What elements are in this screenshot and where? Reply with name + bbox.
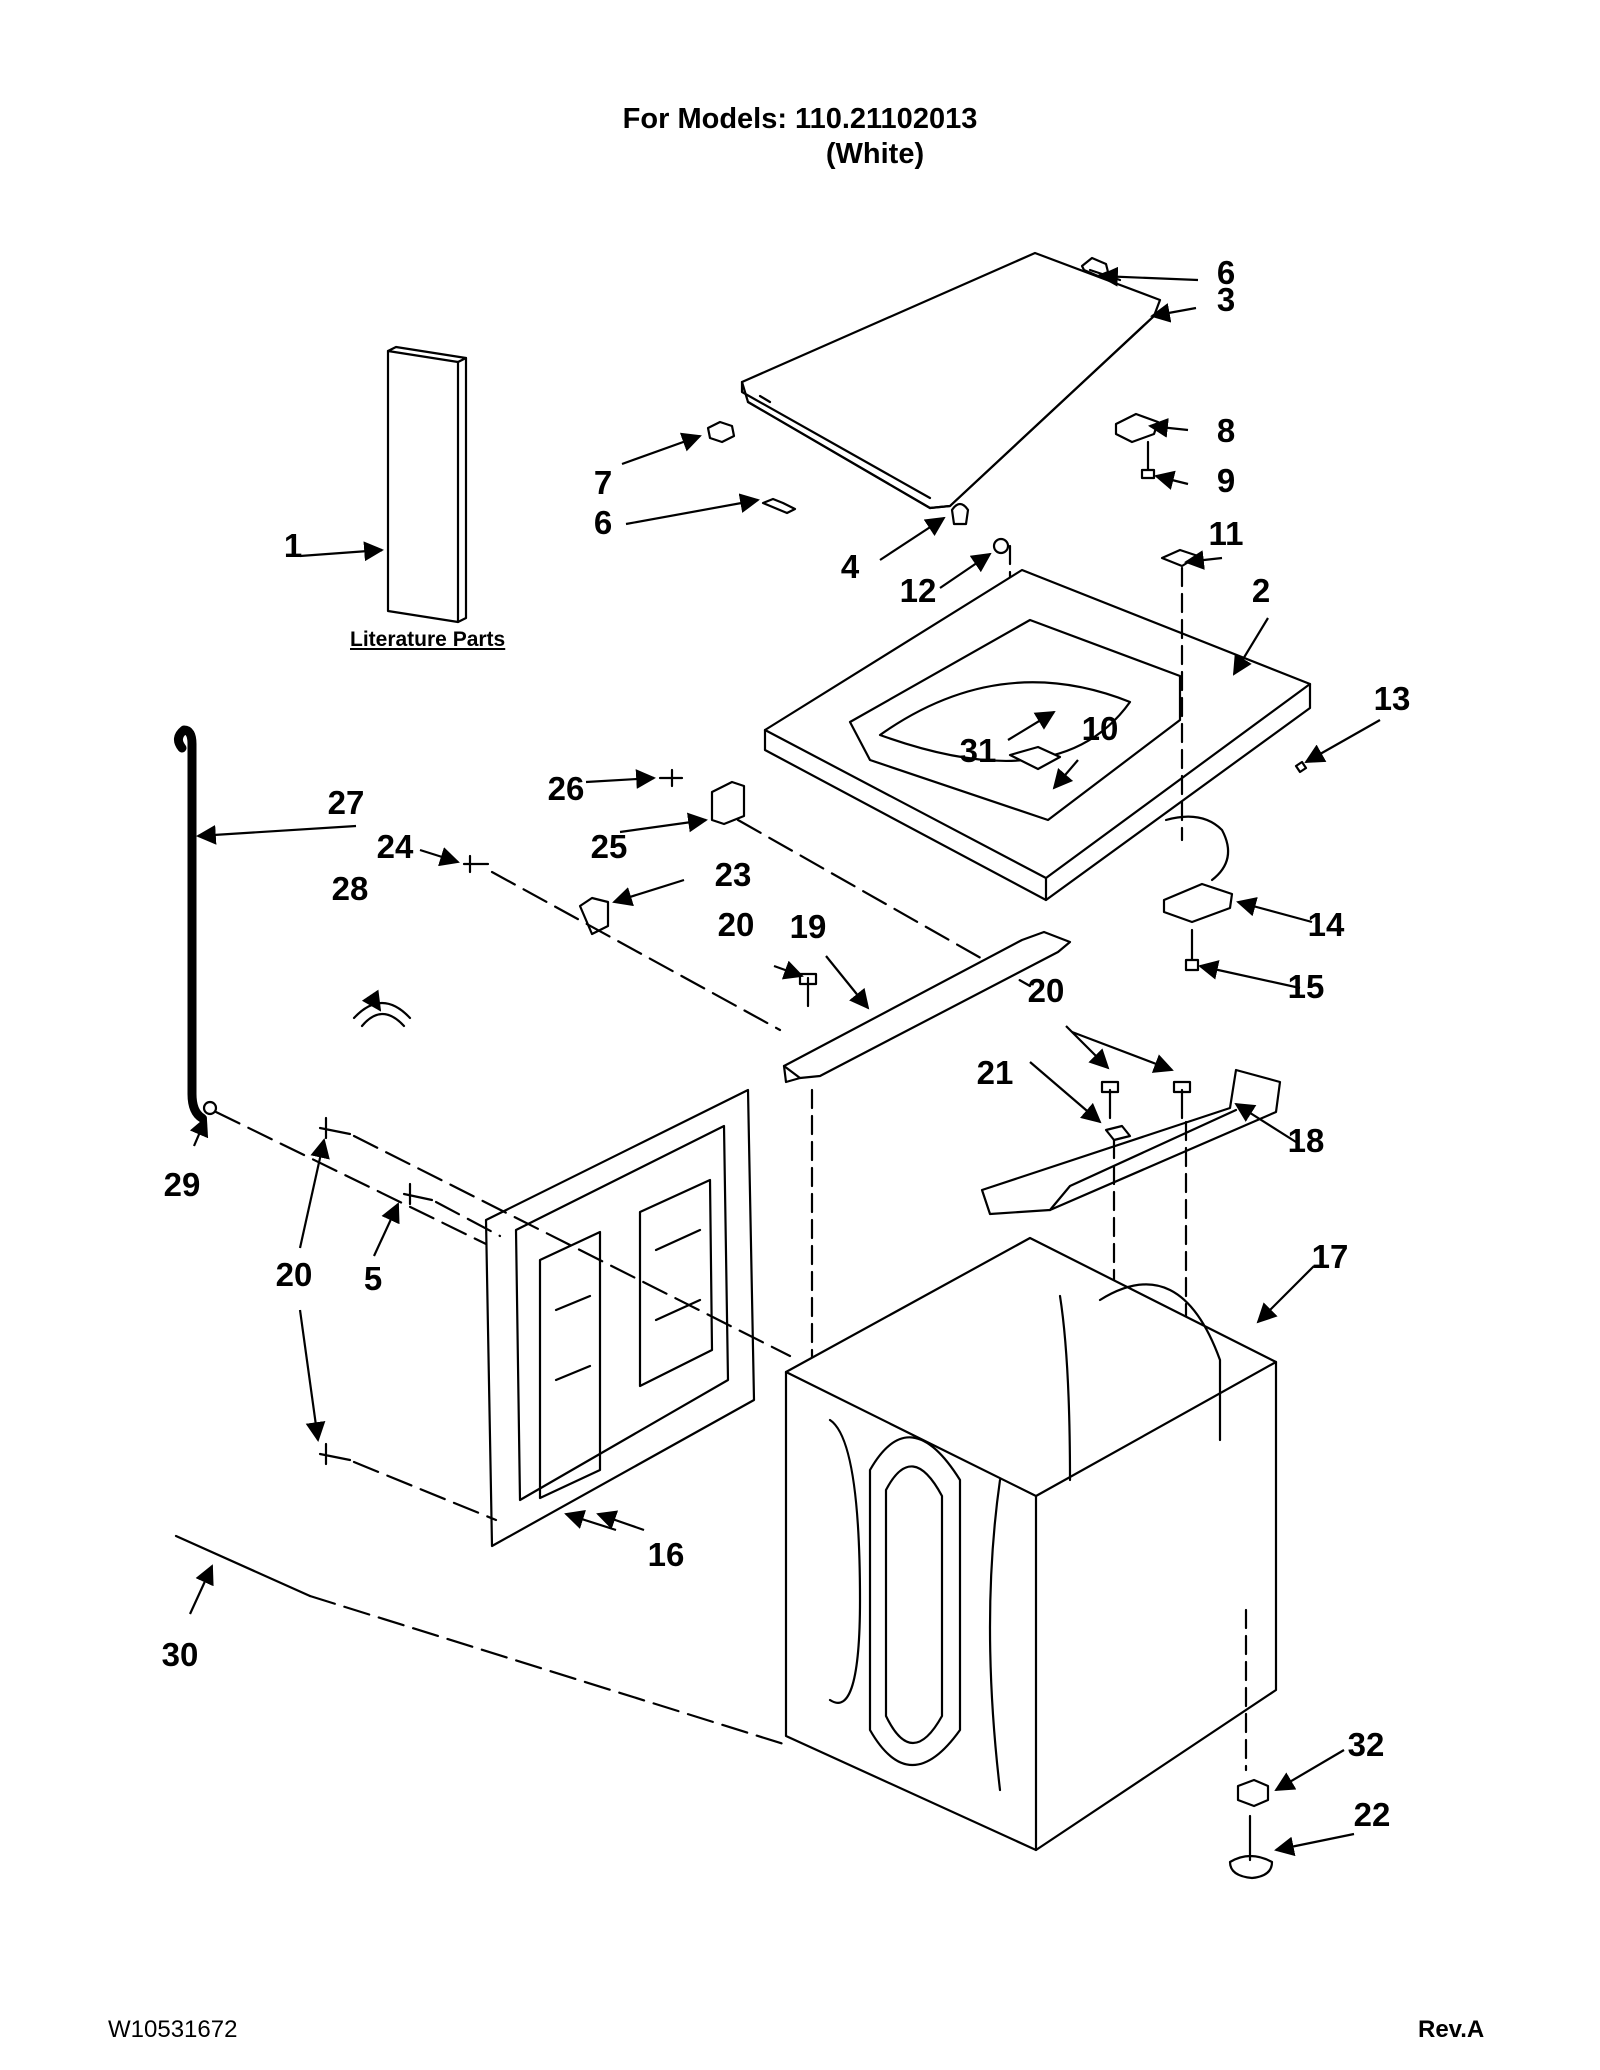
callout-11: 11 bbox=[1209, 515, 1244, 552]
callout-22: 22 bbox=[1354, 1796, 1391, 1833]
callout-2: 2 bbox=[1252, 572, 1270, 609]
callout-15: 15 bbox=[1288, 968, 1325, 1005]
cable-tie-30 bbox=[174, 1534, 312, 1598]
doc-number: W10531672 bbox=[108, 2016, 238, 2043]
callout-10: 10 bbox=[1082, 710, 1119, 747]
callout-31: 31 bbox=[960, 732, 997, 769]
hinge-lower bbox=[761, 497, 797, 515]
callout-21: 21 bbox=[977, 1054, 1014, 1091]
callout-23: 23 bbox=[715, 856, 752, 893]
screw-9 bbox=[1140, 440, 1156, 480]
bracket-23 bbox=[578, 896, 610, 936]
page-title: For Models: 110.21102013 bbox=[622, 103, 978, 135]
callout-20: 20 bbox=[718, 906, 755, 943]
grommet-12 bbox=[992, 537, 1010, 555]
callout-5: 5 bbox=[364, 1260, 382, 1297]
clip-21 bbox=[1104, 1124, 1132, 1142]
callout-20: 20 bbox=[1028, 972, 1065, 1009]
screw-20a bbox=[798, 972, 818, 1008]
screw-26 bbox=[658, 768, 684, 788]
callout-9: 9 bbox=[1217, 462, 1235, 499]
callout-29: 29 bbox=[164, 1166, 201, 1203]
callout-32: 32 bbox=[1348, 1726, 1385, 1763]
callout-8: 8 bbox=[1217, 412, 1235, 449]
callout-1: 1 bbox=[284, 527, 302, 564]
screw-20e bbox=[318, 1442, 352, 1466]
callout-6: 6 bbox=[1217, 254, 1235, 291]
model-color: (White) bbox=[825, 138, 925, 170]
callout-24: 24 bbox=[377, 828, 414, 865]
callout-25: 25 bbox=[591, 828, 628, 865]
bumper-4 bbox=[950, 502, 970, 526]
bracket-25 bbox=[710, 780, 746, 826]
callout-20: 20 bbox=[276, 1256, 313, 1293]
callout-numbers: 1234566789101112131415161718192020202122… bbox=[162, 254, 1411, 1833]
callout-6: 6 bbox=[594, 504, 612, 541]
callout-13: 13 bbox=[1374, 680, 1411, 717]
literature-booklet bbox=[386, 345, 468, 624]
leader-lines bbox=[189, 266, 1381, 1857]
clamp-29 bbox=[202, 1100, 218, 1116]
clip-11 bbox=[1160, 548, 1200, 568]
callout-12: 12 bbox=[900, 572, 937, 609]
rear-panel-16 bbox=[484, 1088, 756, 1548]
lid bbox=[740, 251, 1162, 510]
screw-5 bbox=[402, 1182, 434, 1206]
screw-24 bbox=[462, 854, 490, 874]
lid-switch bbox=[1114, 412, 1160, 444]
screw-15 bbox=[1184, 928, 1200, 972]
callout-30: 30 bbox=[162, 1636, 199, 1673]
callout-17: 17 bbox=[1312, 1238, 1349, 1275]
rear-brace-18 bbox=[980, 1068, 1282, 1216]
hose-clip-28 bbox=[352, 1002, 412, 1028]
callout-26: 26 bbox=[548, 770, 585, 807]
leveling-leg-22 bbox=[1228, 1814, 1274, 1880]
callout-16: 16 bbox=[648, 1536, 685, 1573]
callout-18: 18 bbox=[1288, 1122, 1325, 1159]
callout-7: 7 bbox=[594, 464, 612, 501]
screw-20b bbox=[1100, 1080, 1120, 1120]
revision-label: Rev.A bbox=[1418, 2016, 1485, 2043]
small-part-13 bbox=[1294, 760, 1308, 774]
callout-28: 28 bbox=[332, 870, 369, 907]
lock-nut-32 bbox=[1236, 1778, 1270, 1808]
callout-19: 19 bbox=[790, 908, 827, 945]
callout-3: 3 bbox=[1217, 281, 1235, 318]
literature-parts-label: Literature Parts bbox=[350, 628, 506, 651]
callout-4: 4 bbox=[841, 548, 860, 585]
top-panel bbox=[763, 568, 1312, 902]
drain-hose-27 bbox=[174, 725, 207, 1123]
switch-assembly-14 bbox=[1162, 815, 1234, 924]
front-brace-19 bbox=[782, 930, 1072, 1084]
screw-20c bbox=[1172, 1080, 1192, 1120]
screw-20d bbox=[318, 1116, 352, 1140]
lid-bumper bbox=[706, 420, 736, 444]
callout-14: 14 bbox=[1308, 906, 1345, 943]
callout-27: 27 bbox=[328, 784, 365, 821]
cabinet-17 bbox=[784, 1236, 1278, 1852]
